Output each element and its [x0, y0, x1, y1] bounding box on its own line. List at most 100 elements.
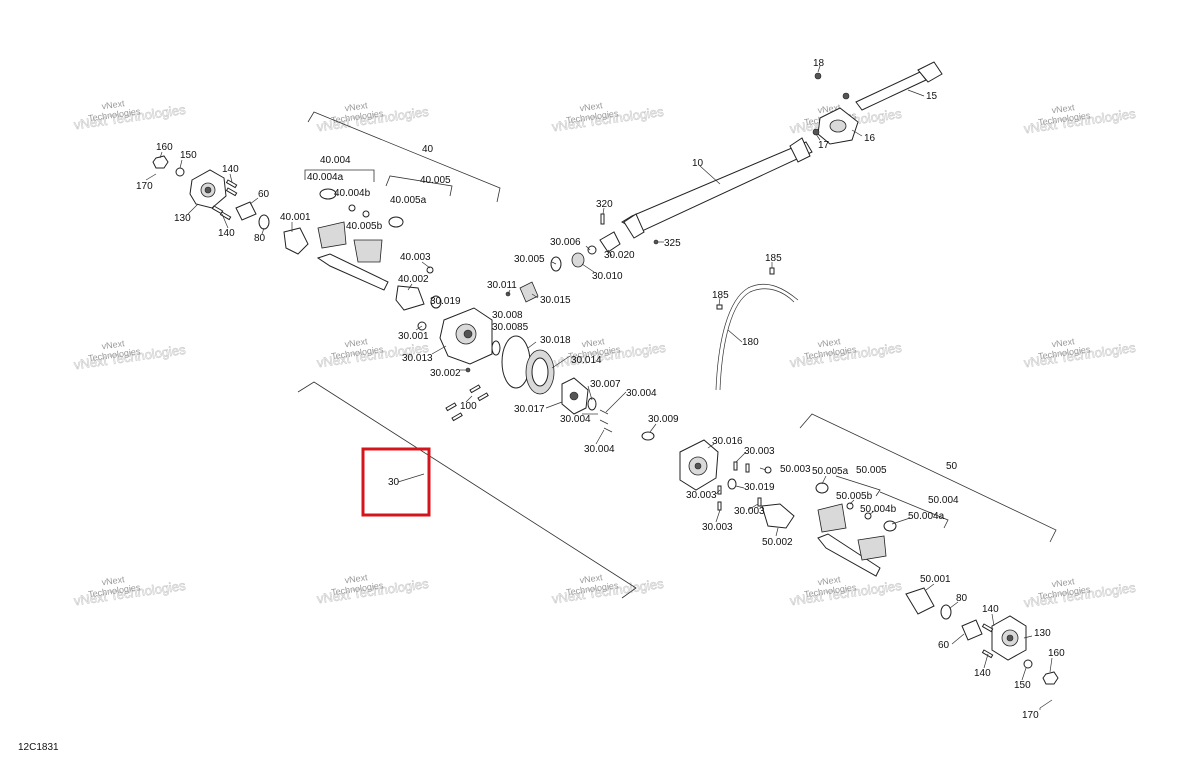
- clamp-50-004b: [864, 512, 872, 520]
- clamp-50-005a: [815, 482, 829, 494]
- washer-150b: [1023, 659, 1033, 669]
- bolt-140: [219, 211, 232, 221]
- ring-80: [258, 214, 270, 230]
- callout-160: 160: [1048, 648, 1065, 659]
- svg-text:vNext: vNext: [817, 336, 842, 349]
- oring-30-018: [501, 335, 531, 389]
- callout-30-008: 30.008: [492, 310, 523, 321]
- seal-30-019: [430, 295, 442, 309]
- callout-labels: 160 150 170 130 140 140 60 80 40 40.004 …: [136, 58, 1065, 721]
- bolt-140c: [981, 649, 994, 659]
- svg-text:vNext: vNext: [101, 98, 126, 111]
- diagram-code: 12C1831: [18, 742, 59, 753]
- callout-160: 160: [156, 142, 173, 153]
- callout-30-013: 30.013: [402, 353, 433, 364]
- svg-text:vNext: vNext: [344, 100, 369, 113]
- callout-50-004a: 50.004a: [908, 511, 945, 522]
- callout-50-004: 50.004: [928, 495, 959, 506]
- callout-40-005b: 40.005b: [346, 221, 383, 232]
- callout-50-004b: 50.004b: [860, 504, 897, 515]
- bolt-140c: [981, 623, 994, 633]
- callout-30-018: 30.018: [540, 335, 571, 346]
- callout-30-017: 30.017: [514, 404, 545, 415]
- watermark: vNext Technologies vNext Technologies: [316, 572, 431, 606]
- callout-40-003: 40.003: [400, 252, 431, 263]
- svg-text:vNext: vNext: [101, 338, 126, 351]
- callout-130: 130: [1034, 628, 1051, 639]
- bolt-320: [600, 213, 605, 225]
- callout-50-002: 50.002: [762, 537, 793, 548]
- yoke-30-020: [599, 231, 621, 253]
- nut-160b: [1042, 671, 1059, 685]
- boot-50-004: [857, 535, 887, 561]
- svg-text:vNext: vNext: [817, 574, 842, 587]
- callout-30-004: 30.004: [584, 444, 615, 455]
- front-left-driveshaft-40: [283, 188, 434, 311]
- watermark: vNext Technologies vNext Technologies: [551, 572, 666, 606]
- svg-text:vNext: vNext: [579, 100, 604, 113]
- watermark: vNext Technologies vNext Technologies: [73, 338, 188, 372]
- callout-30-015: 30.015: [540, 295, 571, 306]
- callout-40-004a: 40.004a: [307, 172, 344, 183]
- callout-15: 15: [926, 91, 938, 102]
- callout-80: 80: [956, 593, 968, 604]
- callout-40-004: 40.004: [320, 155, 351, 166]
- callout-40-004b: 40.004b: [334, 188, 371, 199]
- bolt-140: [225, 187, 238, 197]
- callout-30-003: 30.003: [744, 446, 775, 457]
- callout-40-002: 40.002: [398, 274, 429, 285]
- callout-30-007: 30.007: [590, 379, 621, 390]
- callout-30-010: 30.010: [592, 271, 623, 282]
- bearing-30-008: [491, 340, 501, 356]
- clip-185b: [716, 304, 723, 310]
- bracket-50-005: [835, 475, 881, 497]
- callout-30-004: 30.004: [560, 414, 591, 425]
- boot-40-005: [353, 239, 383, 263]
- joint-40-001: [283, 227, 309, 255]
- ring-80b: [940, 604, 952, 620]
- bolt-30-002: [465, 367, 471, 373]
- boot-50-005: [817, 503, 847, 533]
- callout-130: 130: [174, 213, 191, 224]
- shaft-50: [817, 533, 881, 577]
- bracket-50: [799, 413, 1057, 543]
- watermark: vNext Technologies vNext Technologies: [73, 574, 188, 608]
- bracket-30: [297, 381, 637, 599]
- watermark: vNext Technologies vNext Technologies: [1023, 102, 1138, 136]
- clamp-50-004a: [883, 520, 897, 532]
- watermark: vNext Technologies vNext Technologies: [551, 100, 666, 134]
- watermark: vNext Technologies vNext Technologies: [789, 574, 904, 608]
- callout-30-011: 30.011: [487, 280, 517, 291]
- callout-140: 140: [218, 228, 235, 239]
- washer-150: [175, 167, 185, 177]
- shaft-40: [316, 253, 389, 291]
- callout-30-006: 30.006: [550, 237, 581, 248]
- shaft-15: [855, 71, 927, 111]
- watermark: vNext Technologies vNext Technologies: [73, 98, 188, 132]
- callout-30-005: 30.005: [514, 254, 545, 265]
- callout-30-014: 30.014: [571, 355, 602, 366]
- highlighted-callout-30[interactable]: 30: [361, 447, 431, 517]
- cable: [715, 283, 799, 391]
- callout-100: 100: [460, 401, 477, 412]
- watermark: vNext Technologies vNext Technologies: [1023, 336, 1138, 370]
- front-left-hub-assembly: [145, 155, 270, 230]
- highlight-box: [361, 447, 431, 517]
- nut-18: [814, 72, 822, 80]
- callout-30-020: 30.020: [604, 250, 635, 261]
- bearing-30-010: [571, 252, 585, 268]
- callout-30-0085: 30.0085: [492, 322, 529, 333]
- callout-30-002: 30.002: [430, 368, 461, 379]
- callout-50-005b: 50.005b: [836, 491, 873, 502]
- svg-text:vNext: vNext: [101, 574, 126, 587]
- callout-30-001: 30.001: [398, 331, 429, 342]
- svg-text:vNext: vNext: [1051, 102, 1076, 115]
- bearing-60: [235, 201, 257, 221]
- svg-text:vNext: vNext: [344, 572, 369, 585]
- group-brackets: [297, 111, 1057, 599]
- svg-text:vNext: vNext: [579, 572, 604, 585]
- bolt-100: [477, 392, 489, 402]
- watermark: vNext Technologies vNext Technologies: [1023, 576, 1138, 610]
- clamp-40-005a: [388, 216, 404, 228]
- callout-30-016: 30.016: [712, 436, 743, 447]
